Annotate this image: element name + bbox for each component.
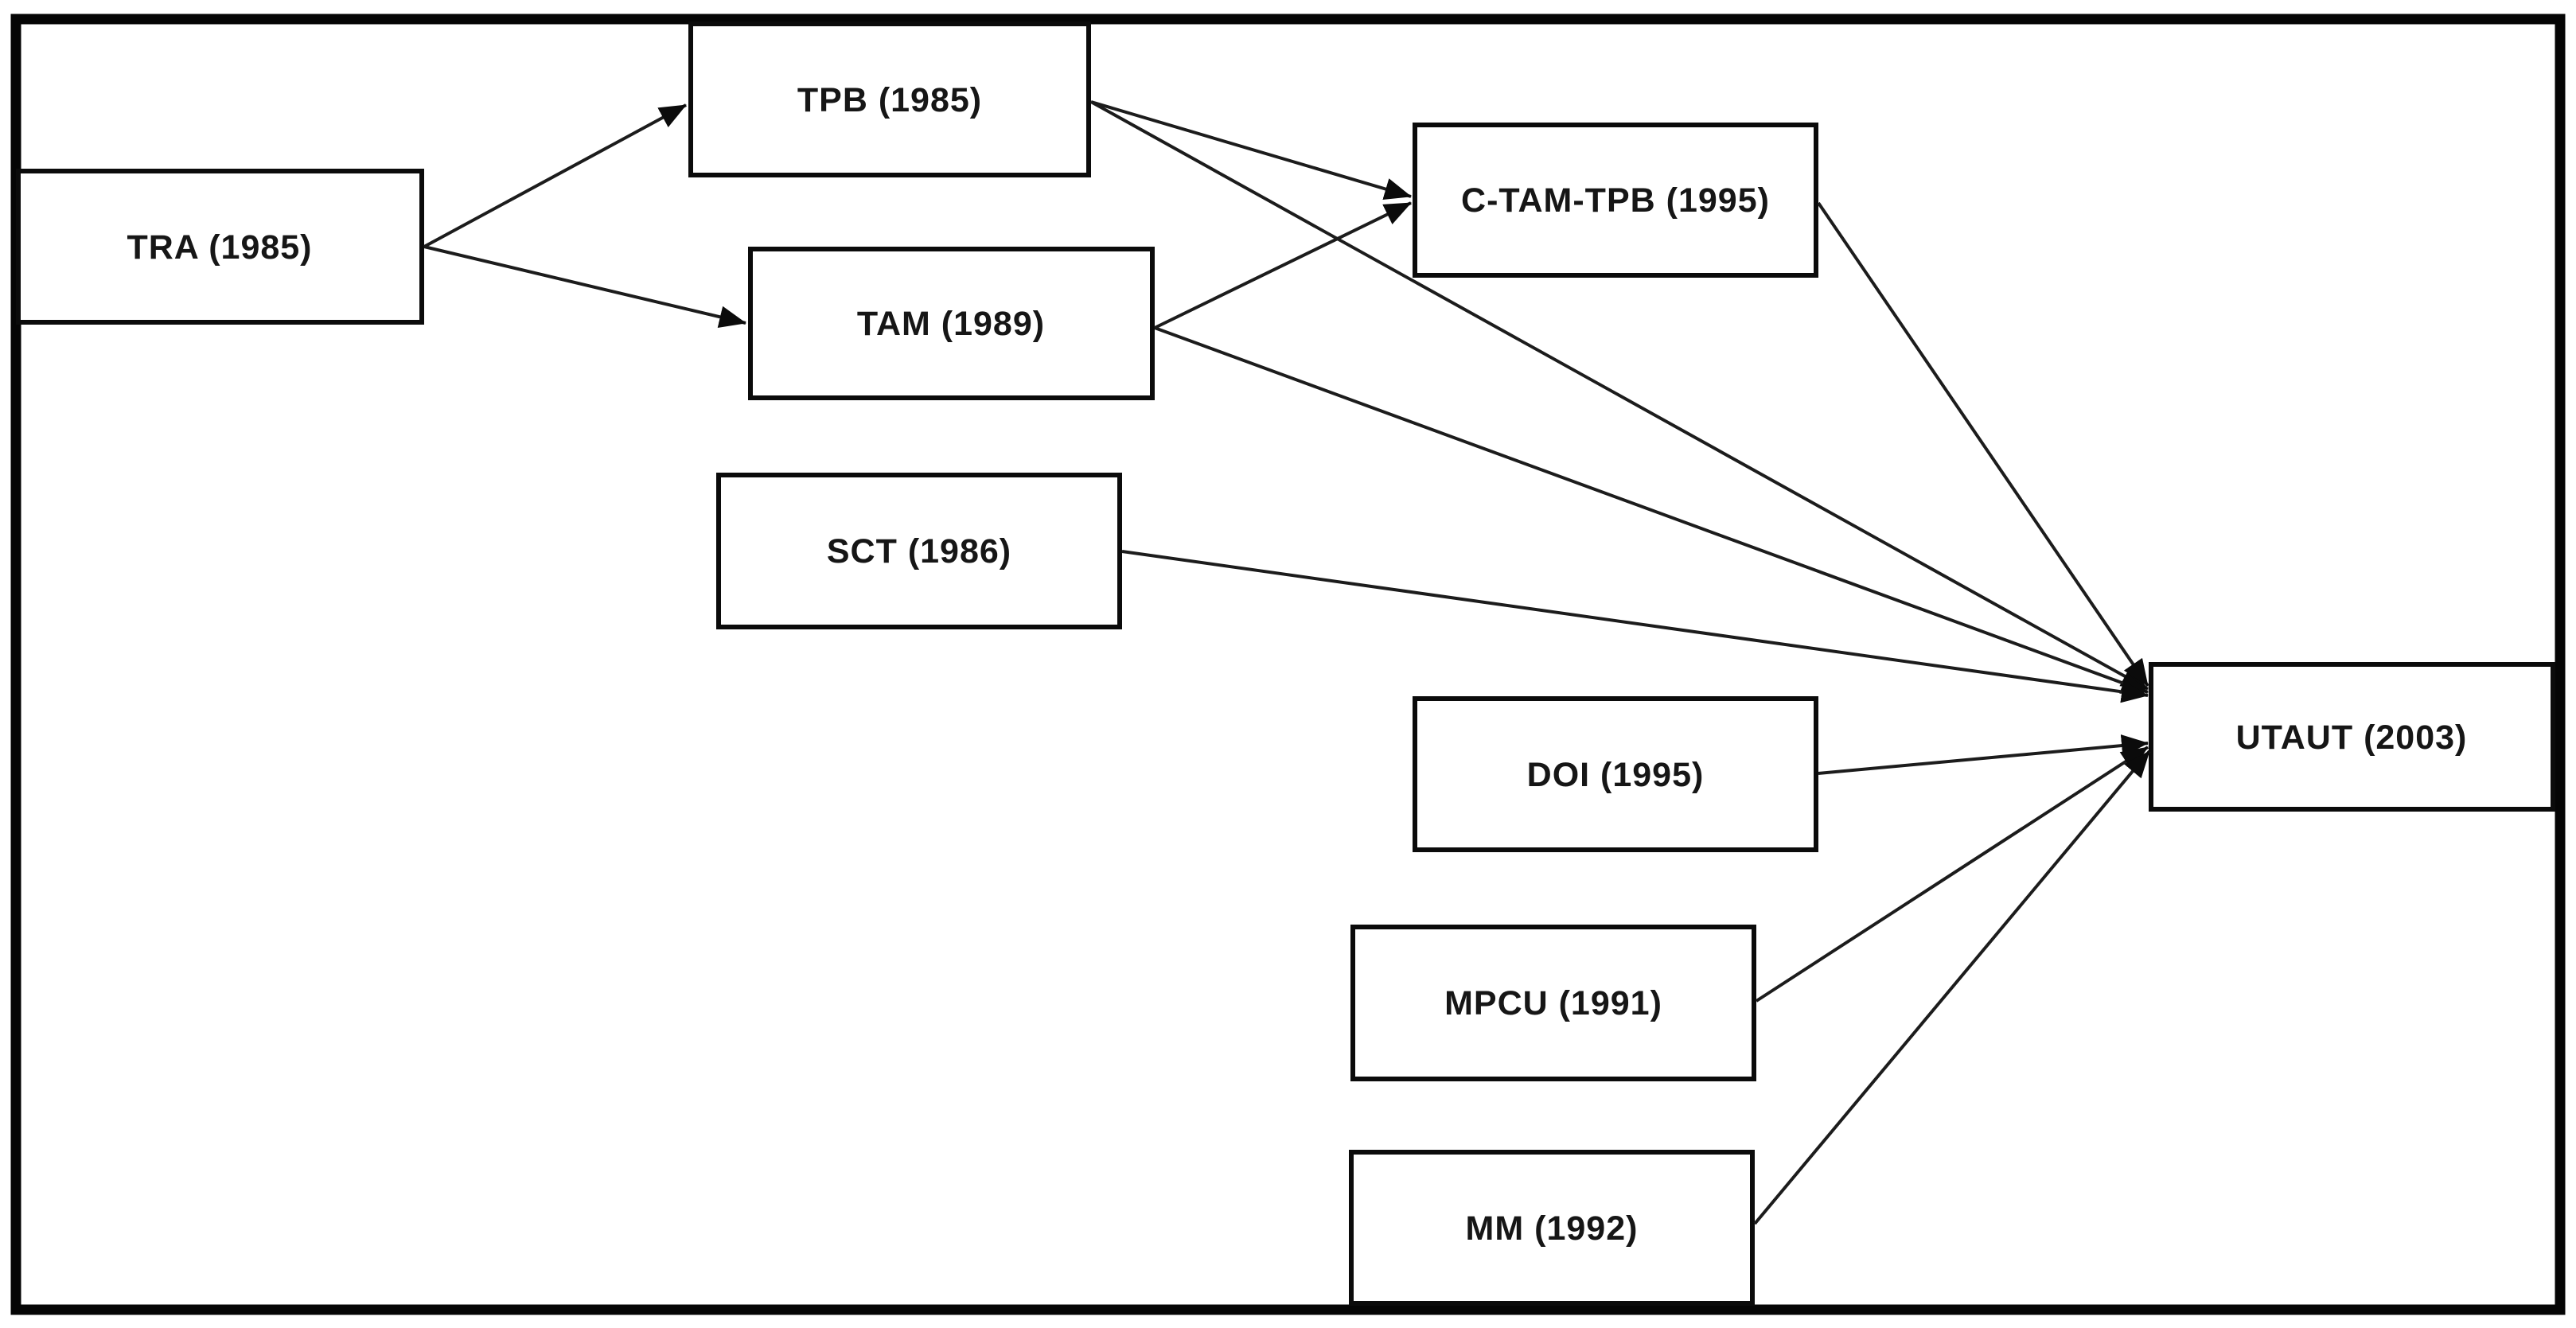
tpb-box xyxy=(688,21,1091,177)
tam-label: TAM (1989) xyxy=(857,305,1045,343)
arrow-tra-to-tpb xyxy=(423,103,687,248)
node-doi: DOI (1995) xyxy=(1413,696,1818,852)
arrow-mpcu-to-utaut xyxy=(1755,746,2149,1003)
arrow-doi-to-utaut xyxy=(1818,734,2149,775)
doi-box xyxy=(1413,696,1818,852)
arrow-c-tam-tpb-to-utaut xyxy=(1817,201,2149,687)
edges xyxy=(423,100,2151,1225)
node-tra: TRA (1985) xyxy=(16,169,424,325)
sct-box xyxy=(716,473,1122,629)
arrow-sct-to-utaut xyxy=(1121,550,2149,703)
node-mm: MM (1992) xyxy=(1349,1150,1755,1306)
tam-box xyxy=(748,247,1155,400)
node-utaut: UTAUT (2003) xyxy=(2149,662,2555,812)
c-tam-tpb-label: C-TAM-TPB (1995) xyxy=(1461,181,1770,220)
arrow-tpb-to-utaut xyxy=(1090,100,2149,691)
mm-box xyxy=(1349,1150,1755,1306)
arrow-tam-to-utaut xyxy=(1154,326,2149,694)
node-sct: SCT (1986) xyxy=(716,473,1122,629)
mm-label: MM (1992) xyxy=(1466,1209,1639,1248)
sct-label: SCT (1986) xyxy=(827,532,1011,571)
mpcu-box xyxy=(1350,925,1756,1081)
arrow-mm-to-utaut xyxy=(1753,750,2151,1225)
arrow-tpb-to-c-tam-tpb xyxy=(1090,100,1412,201)
node-c-tam-tpb: C-TAM-TPB (1995) xyxy=(1413,123,1818,278)
mpcu-label: MPCU (1991) xyxy=(1444,984,1662,1022)
utaut-box xyxy=(2149,662,2555,812)
diagram-outer-frame xyxy=(10,14,2566,1315)
tpb-label: TPB (1985) xyxy=(797,81,982,119)
node-mpcu: MPCU (1991) xyxy=(1350,925,1756,1081)
c-tam-tpb-box xyxy=(1413,123,1818,278)
tra-label: TRA (1985) xyxy=(127,228,312,267)
node-tpb: TPB (1985) xyxy=(688,21,1091,177)
tra-box xyxy=(16,169,424,325)
utaut-label: UTAUT (2003) xyxy=(2236,719,2468,757)
arrow-tra-to-tam xyxy=(423,245,746,328)
doi-label: DOI (1995) xyxy=(1527,756,1705,794)
arrow-tam-to-c-tam-tpb xyxy=(1154,201,1412,329)
node-tam: TAM (1989) xyxy=(748,247,1155,400)
